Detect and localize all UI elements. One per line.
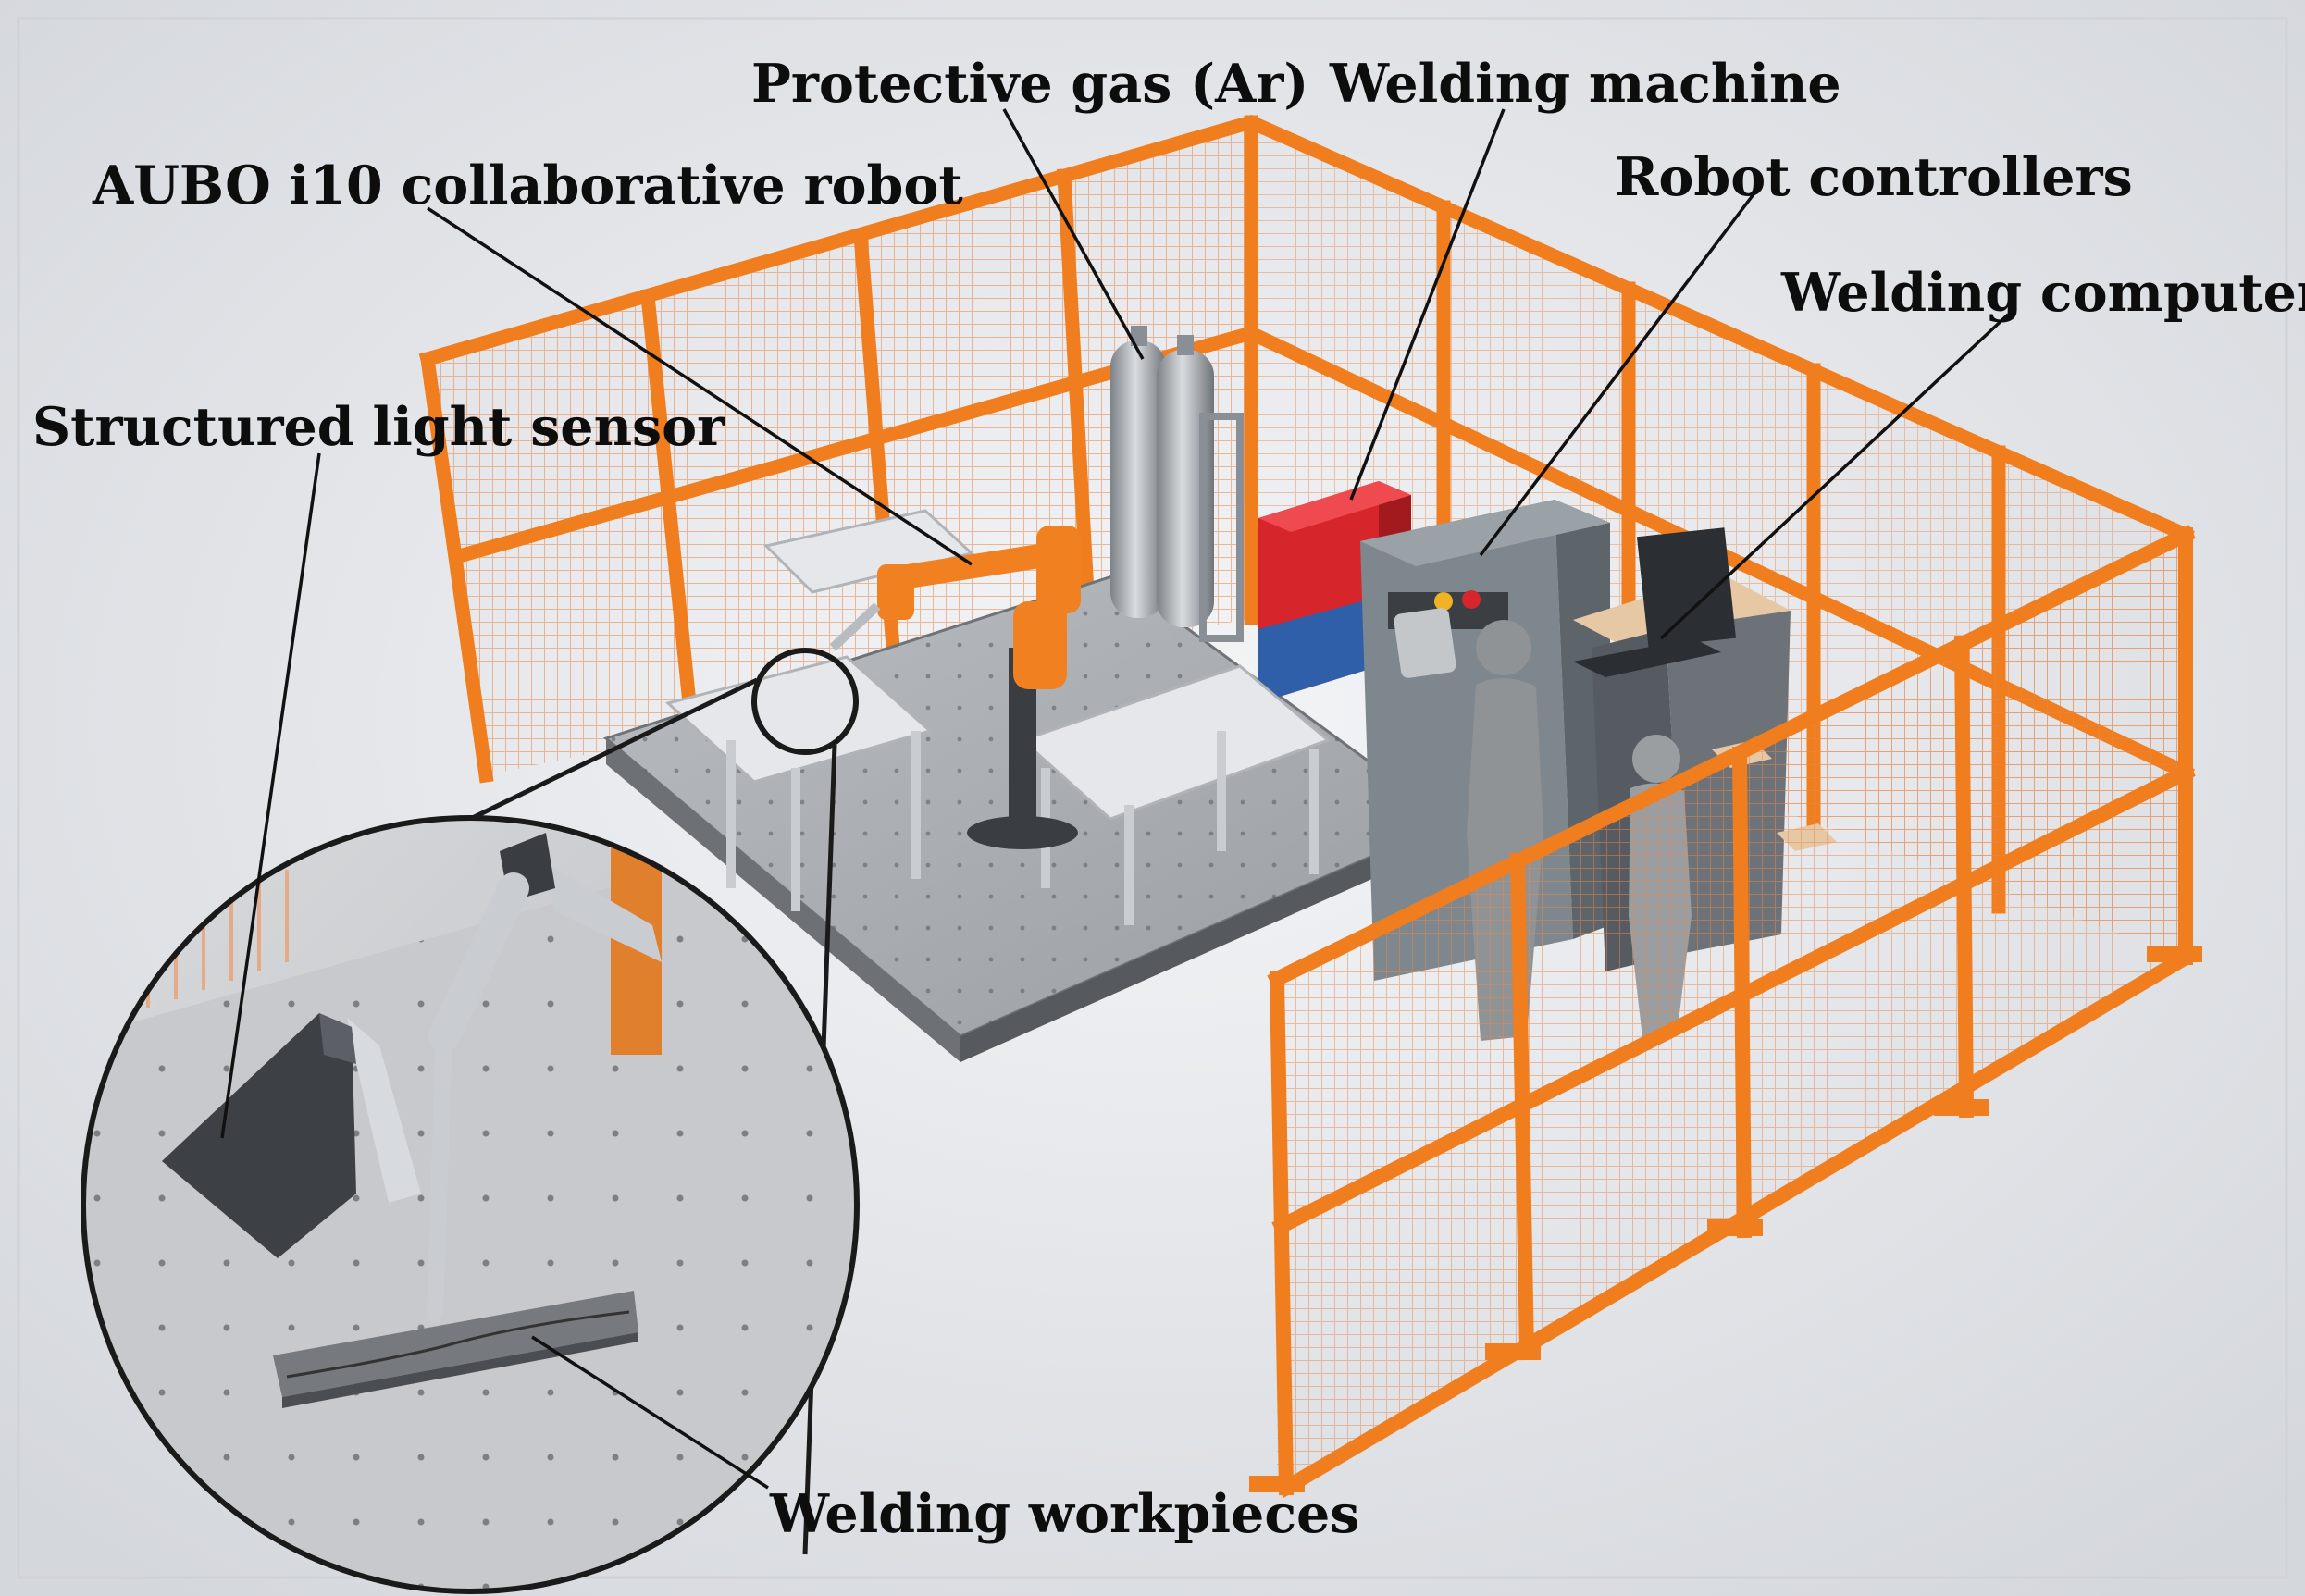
label-robot-controllers: Robot controllers (1615, 146, 2133, 208)
label-welding-computers: Welding computers (1781, 262, 2305, 324)
front-safety-fence (1249, 525, 2202, 1498)
label-robot: AUBO i10 collaborative robot (93, 155, 963, 217)
image-frame (17, 17, 2288, 1579)
work-tables (664, 509, 1331, 925)
leader-line-welder (1349, 108, 1506, 501)
leader-line-computers (1659, 313, 2010, 640)
collaborative-robot-arm (829, 526, 1081, 849)
callout-leader-lines (220, 108, 2010, 1490)
label-protective-gas: Protective gas (Ar) (751, 53, 1309, 115)
leader-line-sensor (220, 452, 321, 1139)
label-welding-machine: Welding machine (1330, 53, 1841, 115)
leader-line-controllers (1479, 192, 1755, 557)
argon-gas-cylinders (1110, 326, 1244, 642)
label-structured-light-sensor: Structured light sensor (32, 396, 725, 458)
leader-line-gas (1002, 108, 1145, 360)
leader-line-robot (427, 206, 973, 566)
label-welding-workpieces: Welding workpieces (770, 1483, 1360, 1545)
leader-line-workpieces (531, 1335, 769, 1490)
